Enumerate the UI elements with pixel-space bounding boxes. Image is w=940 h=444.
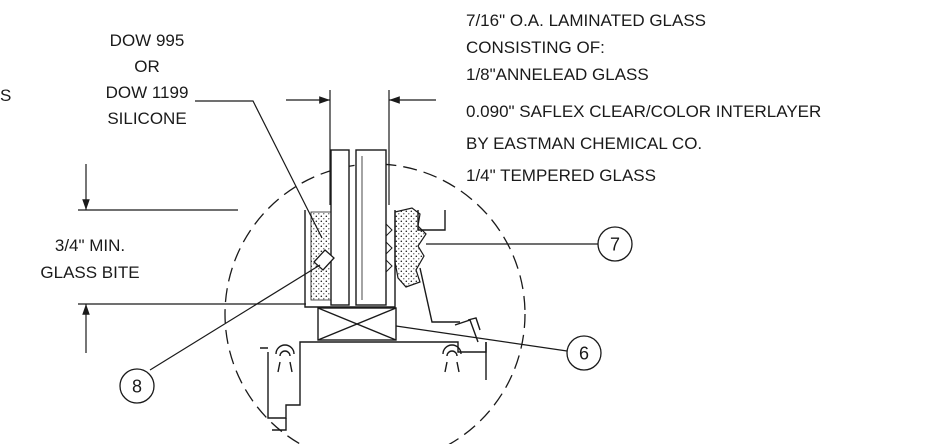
wedge-gasket: [394, 207, 427, 288]
sealant-line-1: DOW 995: [110, 31, 185, 50]
glass-line-2: CONSISTING OF:: [466, 38, 605, 57]
callout-6-label: 6: [579, 344, 589, 364]
glass-line-1: 7/16" O.A. LAMINATED GLASS: [466, 11, 706, 30]
leader-lines: [149, 100, 598, 371]
callout-6: 6: [566, 335, 602, 371]
sealant-leader: [195, 100, 323, 239]
sealant-line-3: DOW 1199: [106, 83, 189, 102]
glass-bite-dimension: [78, 164, 306, 353]
glass-line-5: BY EASTMAN CHEMICAL CO.: [466, 134, 702, 153]
glass-thickness-dimension: [286, 90, 436, 205]
sealant-line-4: SILICONE: [107, 109, 186, 128]
right-clip-channel: [442, 344, 462, 373]
leader-6: [395, 325, 568, 352]
bite-note: 3/4" MIN. GLASS BITE: [40, 236, 139, 282]
left-clip-channel: [275, 344, 295, 373]
setting-block: [317, 307, 397, 341]
sill-profile: [267, 341, 487, 419]
tempered-lite: [355, 149, 387, 306]
bite-line-2: GLASS BITE: [40, 263, 139, 282]
callout-7: 7: [597, 226, 633, 262]
glass-line-4: 0.090" SAFLEX CLEAR/COLOR INTERLAYER: [466, 102, 821, 121]
glass-line-6: 1/4" TEMPERED GLASS: [466, 166, 656, 185]
callout-8-circle: [119, 368, 155, 404]
annealed-lite: [330, 149, 350, 306]
callout-7-label: 7: [610, 235, 620, 255]
glass-line-3: 1/8"ANNELEAD GLASS: [466, 65, 649, 84]
setting-block-x2: [317, 307, 397, 341]
callout-6-circle: [566, 335, 602, 371]
callout-8: 8: [119, 368, 155, 404]
left-fragment-text: S: [0, 86, 11, 105]
leader-8: [149, 264, 321, 371]
glass-note: 7/16" O.A. LAMINATED GLASS CONSISTING OF…: [466, 11, 821, 185]
sealant-note: DOW 995 OR DOW 1199 SILICONE: [106, 31, 189, 128]
sealant-line-2: OR: [134, 57, 160, 76]
bite-line-1: 3/4" MIN.: [55, 236, 125, 255]
left-fragment: S: [0, 86, 11, 105]
stop-clip: [454, 317, 481, 343]
laminated-glass: [330, 149, 387, 306]
outer-flange: [260, 347, 287, 431]
gasket-teeth: [385, 223, 393, 273]
callout-7-circle: [597, 226, 633, 262]
callout-8-label: 8: [132, 377, 142, 397]
stop-flange: [417, 210, 460, 323]
